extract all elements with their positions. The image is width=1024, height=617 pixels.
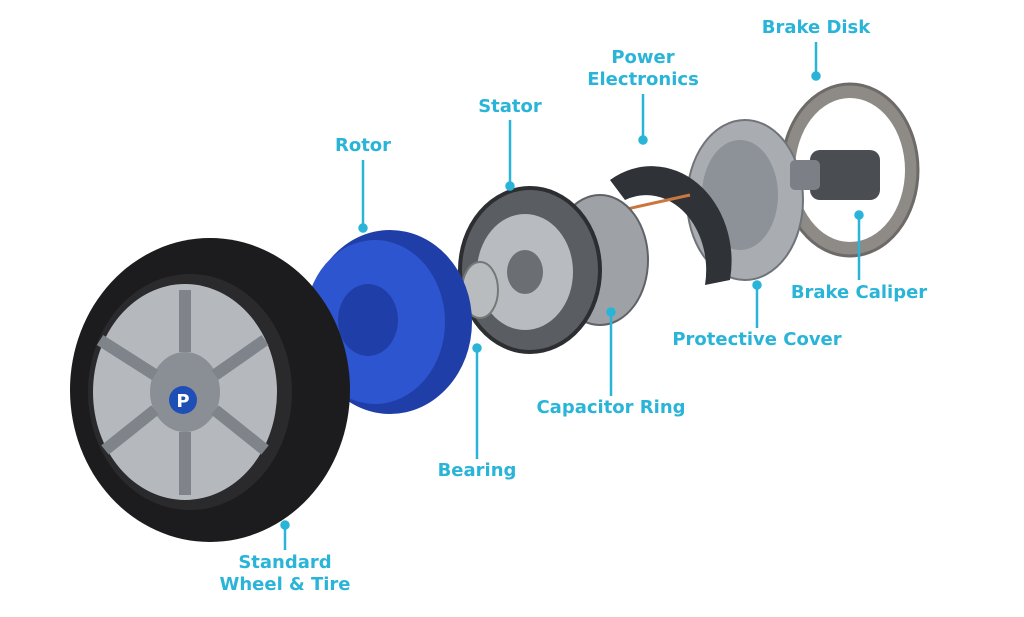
- rotor: [305, 230, 472, 414]
- stator: [458, 186, 602, 354]
- label-wheel-line1: Standard: [238, 552, 332, 573]
- label-rotor: Rotor: [334, 135, 392, 156]
- label-bearing: Bearing: [437, 460, 517, 481]
- label-brake-disk: Brake Disk: [761, 17, 871, 38]
- label-capacitor-ring: Capacitor Ring: [536, 397, 686, 418]
- label-stator: Stator: [478, 96, 542, 117]
- hub-logo: P: [176, 391, 189, 412]
- label-protective-cover: Protective Cover: [672, 329, 842, 350]
- label-brake-caliper: Brake Caliper: [790, 282, 928, 303]
- label-power-electronics-line1: Power: [611, 47, 675, 68]
- wheel-and-tire: P: [70, 238, 350, 542]
- label-wheel-line2: Wheel & Tire: [219, 574, 351, 595]
- leader-lines: [280, 42, 864, 550]
- label-power-electronics-line2: Electronics: [587, 69, 699, 90]
- brake-caliper: [790, 150, 880, 200]
